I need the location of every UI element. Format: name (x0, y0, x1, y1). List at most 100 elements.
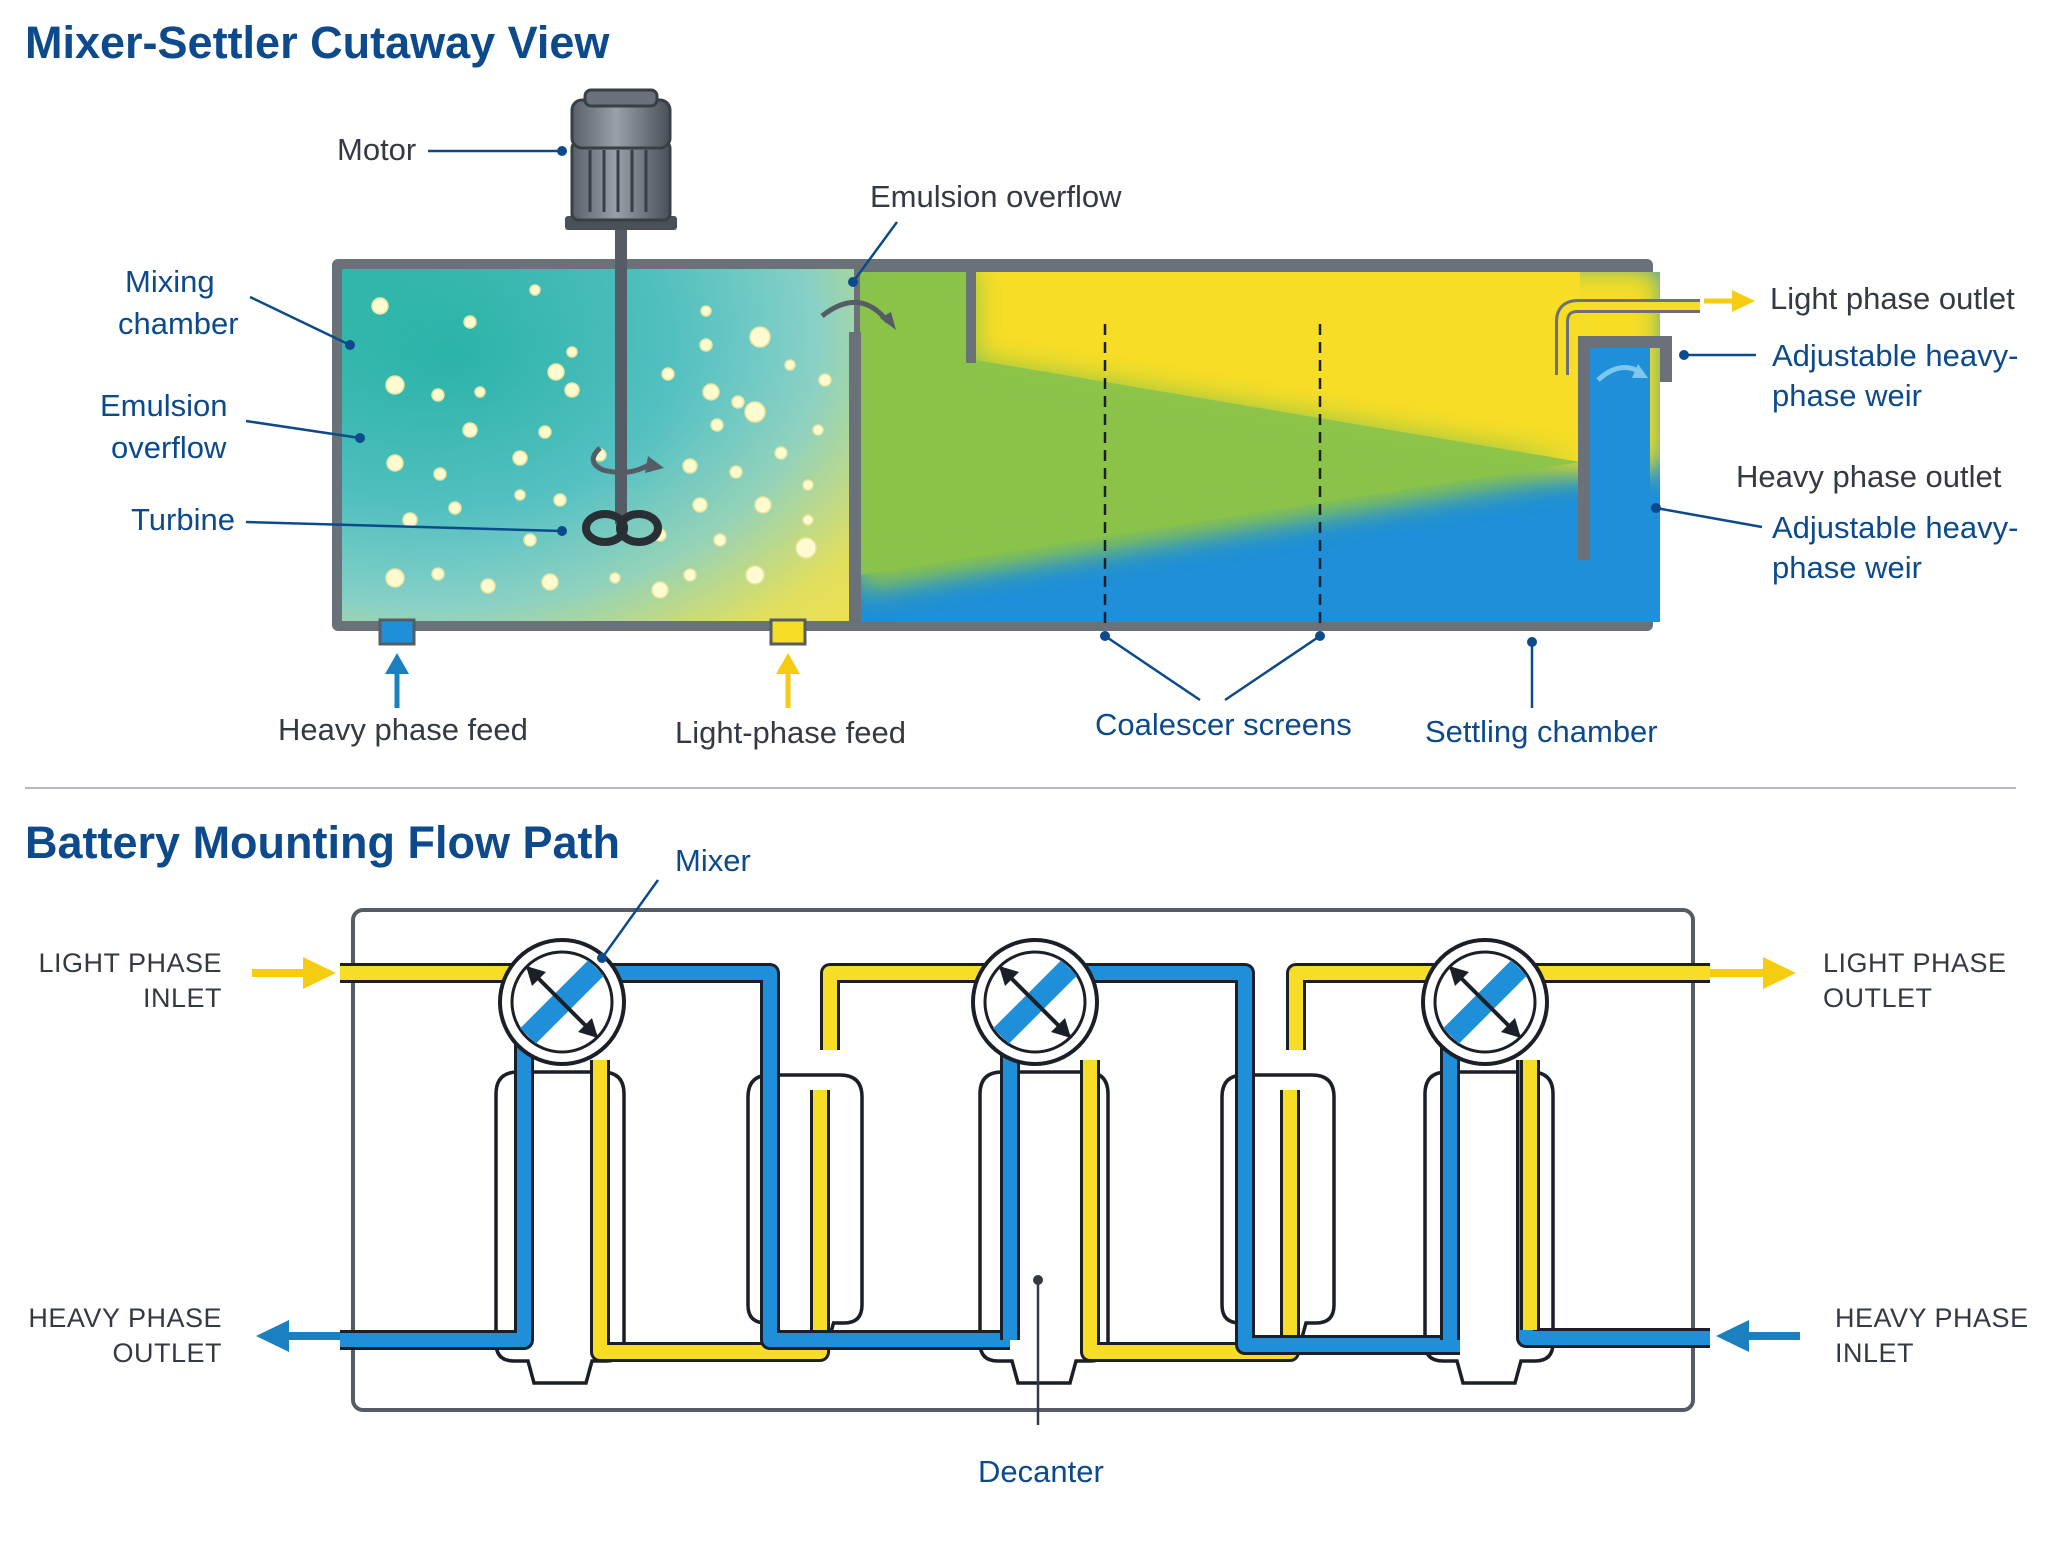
overflow-arrow-icon (820, 300, 896, 330)
turbine-icon (582, 510, 662, 546)
label-motor: Motor (337, 132, 416, 167)
label-decanter: Decanter (978, 1454, 1104, 1489)
motor-icon (565, 88, 677, 230)
mixers (498, 938, 1549, 1066)
bubble (553, 493, 567, 507)
label-heavy-phase-outlet: Heavy phase outlet (1736, 459, 2002, 494)
bubble (547, 363, 565, 381)
shaft (615, 228, 627, 524)
bubble (774, 446, 788, 460)
label-light-phase-feed: Light-phase feed (675, 715, 906, 750)
label-settling-chamber: Settling chamber (1425, 714, 1658, 749)
bubble (692, 497, 708, 513)
bubble (802, 479, 814, 491)
light-feed-nozzle (769, 618, 807, 646)
hanging-baffle (966, 269, 976, 363)
bubble (431, 567, 445, 581)
light-outlet-arrow-icon-2 (1710, 957, 1796, 989)
bubble (818, 373, 832, 387)
label-emulsion-overflow-left-1: Emulsion (100, 388, 228, 423)
settling-chamber (860, 272, 1660, 622)
heavy-outlet-arrow-icon (256, 1320, 340, 1352)
bubble (729, 465, 743, 479)
label-mixing-chamber-2: chamber (118, 306, 239, 341)
bubble (754, 496, 772, 514)
bubble (386, 454, 404, 472)
battery-title: Battery Mounting Flow Path (25, 817, 620, 868)
bubble (802, 514, 814, 526)
bubble (514, 489, 526, 501)
bubble (433, 467, 447, 481)
bubble (541, 573, 559, 591)
bubble (651, 581, 669, 599)
bubble (431, 388, 445, 402)
label-adj-weir-2b: phase weir (1772, 550, 1922, 585)
label-coalescer-screens: Coalescer screens (1095, 707, 1352, 742)
bubble (731, 395, 745, 409)
bubble (661, 367, 675, 381)
bubble (512, 450, 528, 466)
bubble (744, 401, 766, 423)
bubble (462, 422, 478, 438)
bubble (402, 512, 418, 528)
light-transfer-2 (1083, 1060, 1297, 1359)
label-light-outlet-1: LIGHT PHASE (1823, 948, 2007, 978)
adjustable-weir (1578, 336, 1590, 560)
bubble (564, 382, 580, 398)
flow-pipes (340, 963, 1710, 1362)
label-emulsion-overflow-top: Emulsion overflow (870, 179, 1122, 214)
heavy-return-1 (600, 966, 1010, 1347)
bubble (448, 501, 462, 515)
mixer-icon (498, 938, 626, 1066)
mixer-icon (1421, 938, 1549, 1066)
light-inlet-arrow-icon (252, 957, 336, 989)
bubble (566, 346, 578, 358)
bubble (682, 458, 698, 474)
bubble (683, 568, 697, 582)
heavy-outlet-pipe (340, 1020, 531, 1347)
bubble (749, 326, 771, 348)
label-turbine: Turbine (131, 502, 235, 537)
light-to-mixer-2 (823, 966, 1000, 1050)
heavy-return-2 (1085, 966, 1460, 1352)
bubble (371, 297, 389, 315)
label-heavy-inlet-2: INLET (1835, 1338, 1914, 1368)
label-mixing-chamber-1: Mixing (125, 264, 215, 299)
label-light-inlet-1: LIGHT PHASE (38, 948, 222, 978)
heavy-feed-arrow-icon (385, 653, 409, 708)
bubble (702, 383, 720, 401)
light-feed-arrow-icon (776, 653, 800, 708)
label-heavy-inlet-1: HEAVY PHASE (1835, 1303, 2029, 1333)
bubbles (371, 284, 832, 599)
label-light-phase-outlet: Light phase outlet (1770, 281, 2015, 316)
label-emulsion-overflow-left-2: overflow (111, 430, 227, 465)
bubble (700, 305, 712, 317)
bubble (523, 533, 537, 547)
battery-frame (351, 908, 1695, 1412)
bubble (538, 425, 552, 439)
bubble (463, 315, 477, 329)
label-heavy-outlet-2: OUTLET (112, 1338, 222, 1368)
label-heavy-outlet-1: HEAVY PHASE (28, 1303, 222, 1333)
light-to-mixer-3 (1289, 966, 1440, 1050)
label-light-outlet-2: OUTLET (1823, 983, 1933, 1013)
bubble (385, 568, 405, 588)
heavy-feed-nozzle (378, 618, 416, 646)
label-adj-weir-1a: Adjustable heavy- (1772, 338, 2018, 373)
label-adj-weir-2a: Adjustable heavy- (1772, 510, 2018, 545)
heavy-inlet-arrow-icon (1716, 1320, 1800, 1352)
bubble (699, 338, 713, 352)
bubble (474, 386, 486, 398)
light-outlet-arrow-icon (1704, 290, 1755, 312)
light-transfer-1 (593, 1060, 827, 1359)
bubble (385, 375, 405, 395)
label-mixer: Mixer (675, 843, 751, 878)
bubble (745, 565, 765, 585)
label-heavy-phase-feed: Heavy phase feed (278, 712, 528, 747)
label-light-inlet-2: INLET (143, 983, 222, 1013)
overflow-baffle (849, 332, 861, 624)
bubble (480, 578, 496, 594)
bubble (784, 359, 796, 371)
